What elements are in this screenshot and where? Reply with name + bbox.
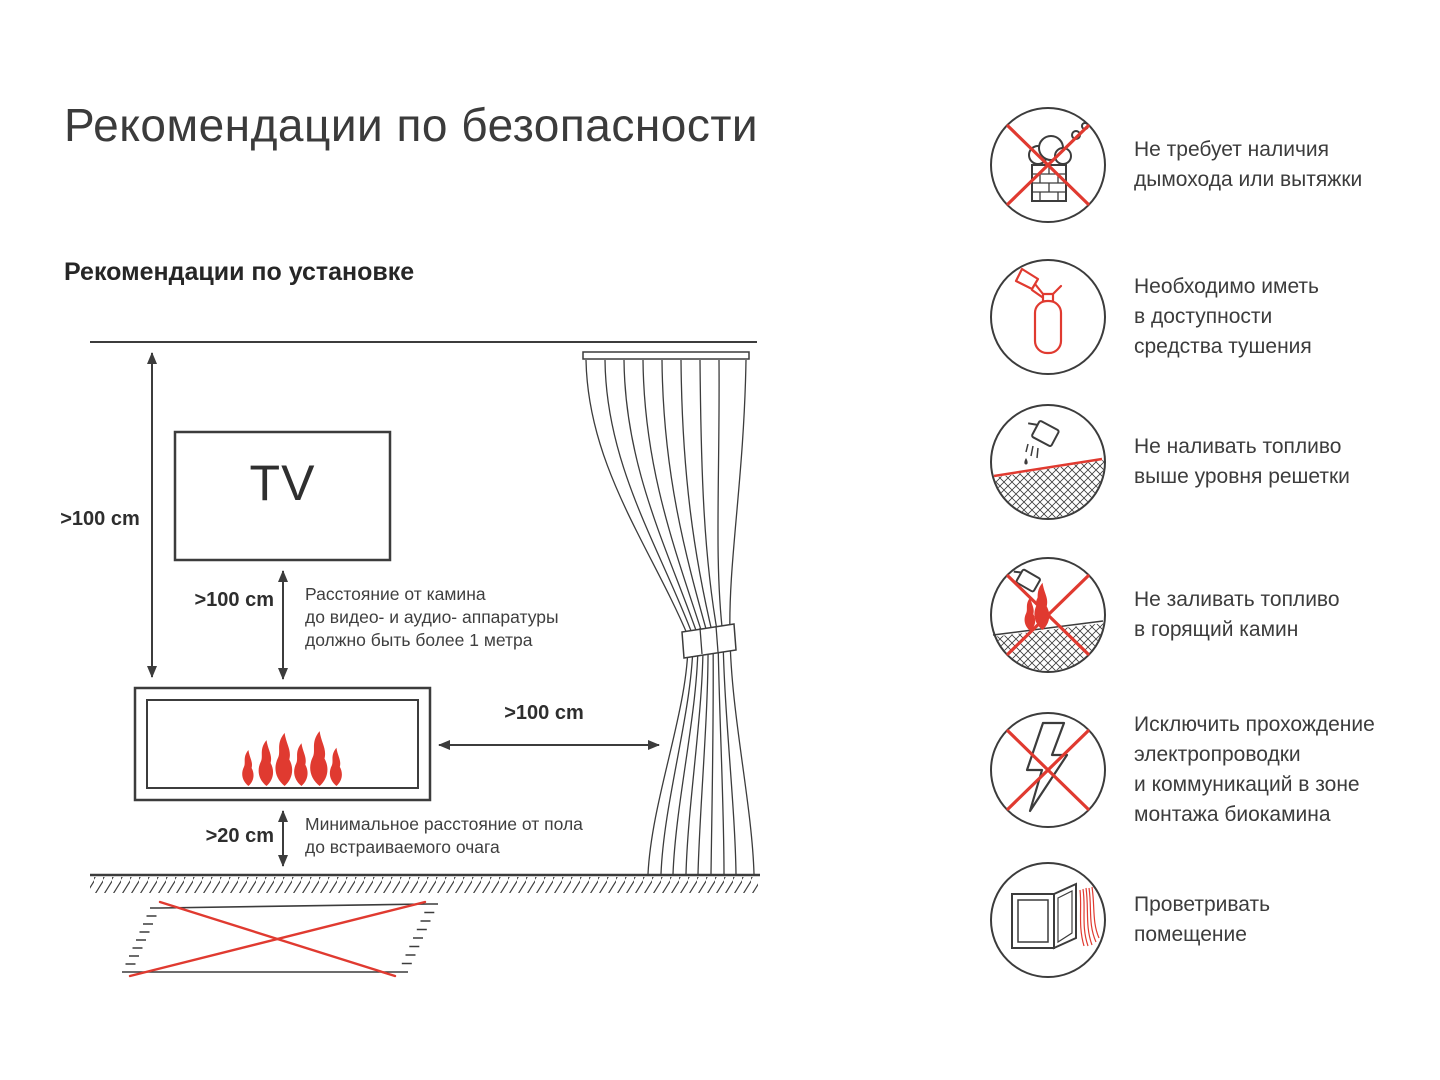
fire-extinguisher-icon — [990, 259, 1106, 375]
no-wiring-icon — [990, 712, 1106, 829]
fireplace — [133, 686, 432, 802]
safety-item-fuel-level: Не наливать топливо выше уровня решетки — [988, 402, 1440, 522]
dimension-label-floor: >20 cm — [205, 825, 274, 847]
curtain-breeze — [1079, 886, 1100, 947]
safety-item-extinguisher: Необходимо иметь в доступности средства … — [988, 257, 1440, 377]
dimension-arrows — [147, 352, 660, 867]
tv-label: TV — [249, 455, 316, 511]
note-tv-distance: Расстояние от камина до видео- и аудио- … — [305, 584, 559, 651]
safety-item-no-refuel-burning: Не заливать топливо в горящий камин — [988, 555, 1440, 675]
curtain-rod — [582, 351, 750, 360]
note-floor-distance: Минимальное расстояние от пола до встраи… — [305, 814, 583, 858]
safety-text: Исключить прохождение электропроводки и … — [1134, 713, 1375, 827]
page-title: Рекомендации по безопасности — [64, 99, 759, 151]
curtain — [585, 359, 755, 875]
installation-diagram: TV >100 cm >100 cm >100 cm >20 cm Рассто… — [40, 336, 770, 996]
safety-text: Не наливать топливо выше уровня решетки — [1134, 434, 1350, 488]
safety-text: Проветривать помещение — [1134, 892, 1271, 946]
no-chimney-icon — [990, 107, 1106, 223]
no-rug-cross-icon — [128, 900, 427, 978]
dimension-label-tv: >100 cm — [194, 589, 274, 611]
safety-text: Необходимо иметь в доступности средства … — [1134, 274, 1319, 358]
tv-box — [173, 430, 392, 562]
rug — [122, 903, 438, 973]
floor-line — [90, 873, 760, 893]
safety-text: Не заливать топливо в горящий камин — [1134, 587, 1340, 641]
installation-diagram-graphics — [90, 341, 760, 978]
ventilate-icon — [990, 862, 1106, 978]
section-title: Рекомендации по установке — [64, 258, 415, 286]
safety-rules-list: Не требует наличия дымохода или вытяжки … — [988, 0, 1440, 1080]
dimension-label-curtain: >100 cm — [504, 702, 584, 724]
safety-text: Не требует наличия дымохода или вытяжки — [1134, 137, 1363, 191]
dimension-label-ceiling: >100 cm — [60, 508, 140, 530]
no-refuel-burning-icon — [990, 557, 1106, 673]
safety-item-no-wiring: Исключить прохождение электропроводки и … — [988, 710, 1440, 830]
safety-item-ventilate: Проветривать помещение — [988, 860, 1440, 980]
safety-item-no-chimney: Не требует наличия дымохода или вытяжки — [988, 105, 1440, 225]
fuel-level-icon — [990, 404, 1106, 520]
